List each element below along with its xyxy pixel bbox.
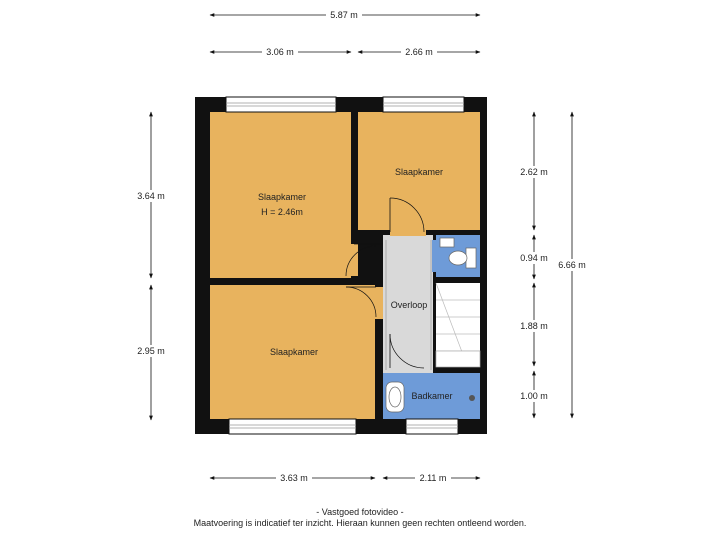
room-height-label: H = 2.46m — [261, 207, 303, 217]
dim-right-seg3: 1.88 m — [517, 282, 551, 367]
dim-label-left-upper: 3.64 m — [137, 191, 165, 201]
window-bottom-left — [228, 418, 357, 435]
dim-label-right-seg1: 2.62 m — [520, 167, 548, 177]
room-label-bedroom-top-right: Slaapkamer — [395, 167, 443, 177]
room-label-bedroom-bottom-left: Slaapkamer — [270, 347, 318, 357]
dim-label-bottom-left: 3.63 m — [280, 473, 308, 483]
toilet-icon — [448, 247, 477, 269]
dim-top-left: 3.06 m — [209, 46, 352, 58]
room-bedroom-bottom-left — [210, 285, 375, 419]
dim-right-seg4: 1.00 m — [517, 370, 551, 419]
dim-label-bottom-right: 2.11 m — [420, 473, 447, 483]
dim-right-seg1: 2.62 m — [517, 111, 551, 231]
dim-top-total: 5.87 m — [209, 9, 481, 21]
window-bottom-right — [405, 418, 459, 435]
dim-right-seg2: 0.94 m — [517, 234, 551, 280]
footer-disclaimer: Maatvoering is indicatief ter inzicht. H… — [193, 518, 527, 528]
dim-label-top-right: 2.66 m — [405, 47, 433, 57]
dim-label-right-seg2: 0.94 m — [520, 253, 548, 263]
dim-left-lower: 2.95 m — [134, 284, 168, 421]
footer-credit: - Vastgoed fotovideo - — [316, 507, 404, 517]
sink-icon — [439, 237, 455, 248]
bathroom-sink-icon — [385, 381, 405, 413]
dim-label-right-total: 6.66 m — [558, 260, 586, 270]
room-bedroom-top-right — [358, 112, 480, 230]
room-label-landing: Overloop — [391, 300, 428, 310]
room-label-bathroom: Badkamer — [411, 391, 452, 401]
door-bedroom-top-right — [389, 197, 426, 236]
dim-bottom-left: 3.63 m — [209, 472, 376, 484]
dim-label-left-lower: 2.95 m — [137, 346, 165, 356]
dim-top-right: 2.66 m — [357, 46, 481, 58]
dim-label-right-seg3: 1.88 m — [520, 321, 548, 331]
dim-right-total: 6.66 m — [555, 111, 589, 419]
door-bedroom-bottom-left — [345, 286, 383, 319]
shower-drain-icon — [469, 395, 475, 401]
dim-left-upper: 3.64 m — [134, 111, 168, 279]
room-label-bedroom-top-left: Slaapkamer — [258, 192, 306, 202]
dim-bottom-right: 2.11 m — [382, 472, 481, 484]
window-top-left — [225, 96, 337, 113]
dim-label-top-left: 3.06 m — [266, 47, 294, 57]
door-toilet — [432, 240, 437, 272]
window-top-right — [382, 96, 465, 113]
door-bedroom-top-left — [345, 243, 383, 277]
dim-label-top-total: 5.87 m — [330, 10, 358, 20]
room-bedroom-top-left — [210, 112, 351, 278]
staircase — [435, 282, 481, 368]
door-landing-lower — [389, 333, 425, 369]
dim-label-right-seg4: 1.00 m — [520, 391, 548, 401]
